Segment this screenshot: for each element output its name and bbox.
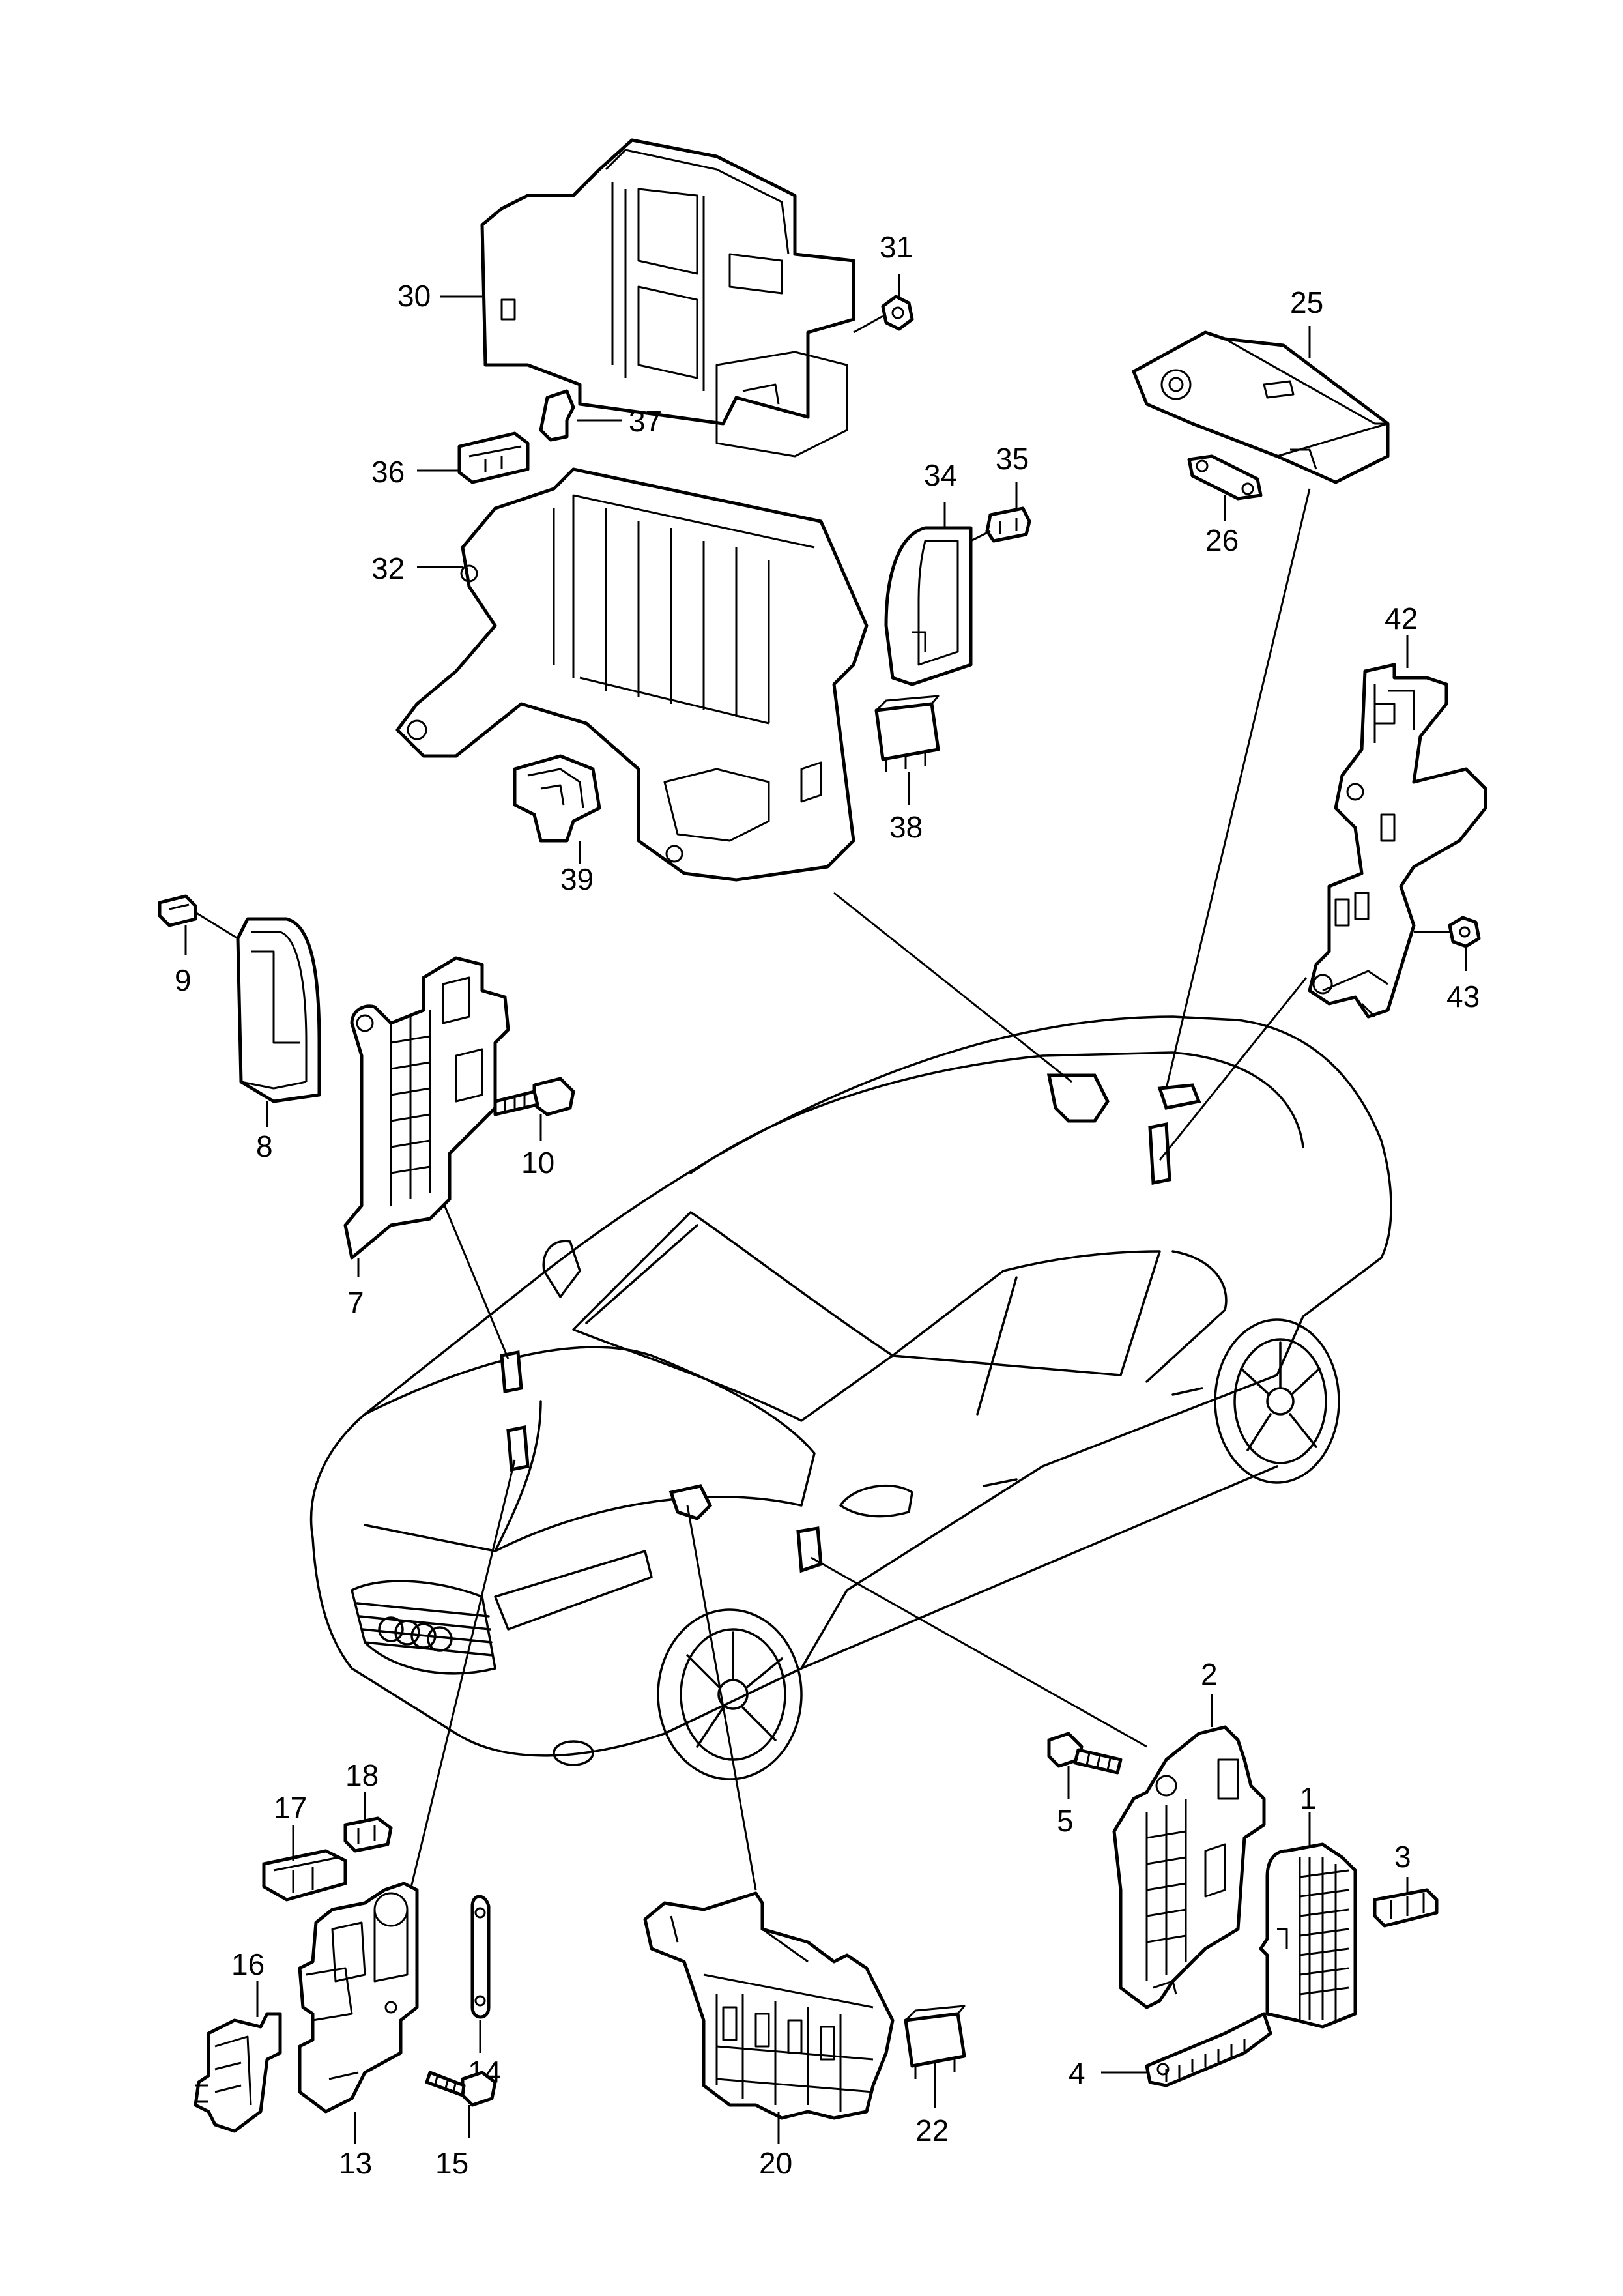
part-label: 20 <box>759 2146 792 2180</box>
bolt-icon <box>1047 1732 1123 1775</box>
install-marker-fuse-box-left <box>500 1350 523 1393</box>
install-marker-relay-carrier <box>668 1484 713 1520</box>
relay-icon <box>874 695 940 772</box>
part-label: 5 <box>1057 1804 1074 1838</box>
part-label: 32 <box>371 551 405 585</box>
fuse-icon <box>539 389 575 442</box>
nut-icon <box>881 295 914 331</box>
part-label: 4 <box>1069 2056 1085 2090</box>
install-marker-fuse-carrier-rear <box>1148 1122 1171 1185</box>
bolt-icon <box>493 1077 575 1116</box>
part-label: 38 <box>889 810 923 844</box>
bus-bar-icon <box>470 1895 491 2019</box>
install-marker-battery-box <box>1157 1083 1201 1110</box>
nut-icon <box>1448 916 1481 948</box>
part-label: 13 <box>339 2146 372 2180</box>
part-label: 1 <box>1300 1781 1317 1815</box>
part-label: 26 <box>1205 523 1239 557</box>
install-marker-fuse-box-right <box>796 1526 823 1573</box>
part-label: 25 <box>1290 285 1323 319</box>
part-label: 37 <box>629 404 662 438</box>
relay-carrier-icon <box>643 1891 895 2120</box>
part-label: 15 <box>435 2146 468 2180</box>
relay-holder-icon <box>513 754 601 843</box>
part-label: 34 <box>924 458 957 492</box>
part-30-control-unit-housing <box>480 138 855 458</box>
part-label: 35 <box>996 442 1029 476</box>
install-marker-rear-box <box>1046 1073 1110 1123</box>
part-label: 16 <box>231 1947 265 1981</box>
fuse-icon <box>343 1816 393 1853</box>
fuse-carrier-icon <box>1112 1725 1266 2009</box>
relay-cover-icon <box>884 526 973 686</box>
part-label: 7 <box>347 1286 364 1320</box>
fuse-icon <box>1373 1888 1439 1928</box>
part-label: 42 <box>1385 602 1418 635</box>
relay-holder-icon <box>194 2012 282 2133</box>
sedan-car-icon <box>309 1015 1392 1780</box>
part-label: 30 <box>397 279 431 313</box>
fuse-box-bracket-icon <box>298 1882 419 2114</box>
part-label: 10 <box>521 1146 554 1180</box>
part-label: 22 <box>915 2114 949 2147</box>
fuse-box-cover-icon <box>236 917 321 1103</box>
fuse-box-bracket-icon <box>395 467 869 882</box>
install-marker-fuse-box-front <box>506 1425 530 1472</box>
part-label: 31 <box>880 230 913 264</box>
relay-icon <box>904 2005 966 2079</box>
part-label: 8 <box>256 1129 273 1163</box>
part-label: 36 <box>371 455 405 489</box>
part-label: 3 <box>1394 1840 1411 1874</box>
fuse-strip-icon <box>262 1849 347 1902</box>
fuse-strip-icon <box>457 431 530 484</box>
fuse-icon <box>985 506 1031 543</box>
part-label: 17 <box>274 1791 307 1825</box>
battery-fuse-box-icon <box>1132 330 1390 484</box>
bus-bar-icon <box>1187 454 1263 501</box>
fuse-carrier-icon <box>1308 663 1487 1019</box>
fuse-carrier-icon <box>343 956 510 1260</box>
fuse-box-cover-icon <box>1259 1842 1357 2029</box>
bolt-icon <box>425 2071 497 2107</box>
leader-lines <box>409 488 1311 1891</box>
fuse-strip-icon <box>1145 2012 1272 2087</box>
part-label: 9 <box>175 963 192 997</box>
part-label: 43 <box>1446 980 1480 1013</box>
part-label: 18 <box>345 1758 379 1792</box>
fuse-icon <box>158 894 197 927</box>
part-label: 39 <box>560 862 594 896</box>
part-label: 2 <box>1201 1657 1218 1691</box>
